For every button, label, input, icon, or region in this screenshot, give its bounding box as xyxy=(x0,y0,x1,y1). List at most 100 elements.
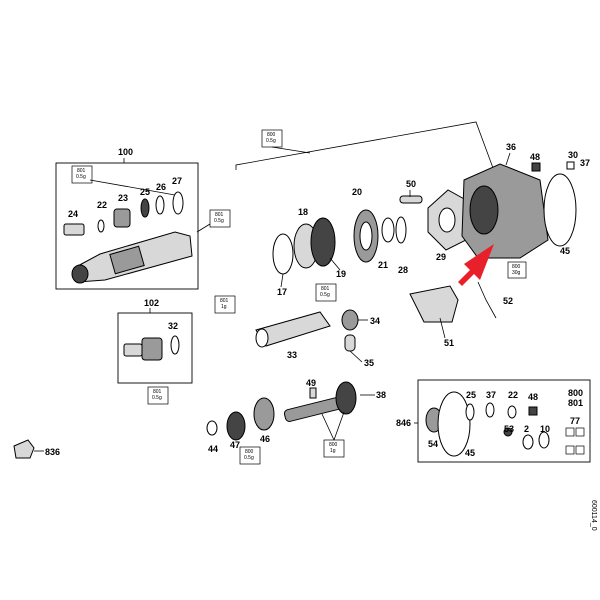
tool-holder-band xyxy=(109,245,145,275)
label-27: 27 xyxy=(172,176,182,186)
part-77-clip-b xyxy=(575,427,585,437)
assembly-846-box xyxy=(417,379,591,463)
grease-tag-code-g: 801 xyxy=(321,286,330,292)
part-28-ring xyxy=(395,216,407,244)
part-34-piston xyxy=(341,309,359,331)
label-51: 51 xyxy=(444,338,454,348)
label-45b: 45 xyxy=(465,448,475,458)
label-47: 47 xyxy=(230,440,240,450)
label-800: 800 xyxy=(568,388,583,398)
label-29: 29 xyxy=(436,252,446,262)
grease-tag-qty: 0.5g xyxy=(76,174,86,180)
grease-tag-code-i: 800 xyxy=(329,442,338,448)
grease-tag-code-c: 800 xyxy=(267,132,276,138)
label-48b: 48 xyxy=(528,392,538,402)
grease-tag-qty-f: 1g xyxy=(221,304,227,310)
part-836-bracket xyxy=(13,439,35,459)
label-45: 45 xyxy=(560,246,570,256)
label-77: 77 xyxy=(570,416,580,426)
part-25-bearing xyxy=(140,198,150,218)
part-22b xyxy=(507,405,517,419)
label-52: 52 xyxy=(503,296,513,306)
label-50: 50 xyxy=(406,179,416,189)
label-33: 33 xyxy=(287,350,297,360)
label-35: 35 xyxy=(364,358,374,368)
label-21: 21 xyxy=(378,260,388,270)
figure-reference: 600114_0 xyxy=(590,500,597,531)
grease-tag-801-e xyxy=(315,283,337,302)
label-25: 25 xyxy=(140,187,150,197)
tool-holder-end xyxy=(71,264,89,284)
part-77-clip-a xyxy=(565,427,575,437)
part-32-ring xyxy=(170,335,180,355)
label-2: 2 xyxy=(524,424,529,434)
label-32: 32 xyxy=(168,321,178,331)
label-836: 836 xyxy=(45,447,60,457)
part-48-cap xyxy=(531,162,541,172)
part-25b xyxy=(465,403,475,421)
part-836-group: 836 xyxy=(13,439,60,459)
grease-tag-801-b xyxy=(209,209,231,228)
label-34: 34 xyxy=(370,316,380,326)
label-49: 49 xyxy=(306,378,316,388)
grease-tag-code-d: 800 xyxy=(512,264,521,270)
part-48b xyxy=(528,406,538,416)
label-26: 26 xyxy=(156,182,166,192)
part-44-washer xyxy=(206,420,218,436)
assembly-102: 102 32 801 0.5g xyxy=(117,298,193,405)
part-26-washer xyxy=(155,195,165,215)
label-801: 801 xyxy=(568,398,583,408)
switch-assembly: 51 52 xyxy=(409,281,513,348)
label-100: 100 xyxy=(118,147,133,157)
label-37b: 37 xyxy=(486,390,496,400)
label-28: 28 xyxy=(398,265,408,275)
label-38: 38 xyxy=(376,390,386,400)
part-52-spring xyxy=(477,281,497,319)
part-53-ball xyxy=(503,427,513,437)
grease-tag-800-b xyxy=(507,261,527,279)
grease-tag-code-e: 801 xyxy=(153,389,162,395)
part-77-clip-d xyxy=(575,445,585,455)
grease-tag-801-d xyxy=(214,295,236,314)
part-37b xyxy=(485,402,495,418)
part-46-gear xyxy=(253,397,275,431)
part-21-washer xyxy=(381,217,395,243)
label-18: 18 xyxy=(298,207,308,217)
label-22b: 22 xyxy=(508,390,518,400)
part-23-sleeve xyxy=(113,208,131,228)
grease-tag-code-h: 800 xyxy=(245,449,254,455)
part-35-pin xyxy=(344,334,356,352)
label-46: 46 xyxy=(260,434,270,444)
label-48: 48 xyxy=(530,152,540,162)
assembly-102-box xyxy=(117,312,193,384)
gear-bore xyxy=(359,221,373,251)
label-36: 36 xyxy=(506,142,516,152)
part-17-ring xyxy=(272,233,294,275)
grease-tag-qty-c: 0.5g xyxy=(266,138,276,144)
grease-tag-code-f: 801 xyxy=(220,298,229,304)
grease-tag-qty-d: 30g xyxy=(512,270,521,276)
grease-tag-801-c xyxy=(147,386,169,405)
label-37: 37 xyxy=(580,158,590,168)
label-20: 20 xyxy=(352,187,362,197)
part-47-bearing xyxy=(226,411,246,441)
label-22: 22 xyxy=(97,200,107,210)
gear-housing-36: 36 48 30 37 45 800 30g xyxy=(461,142,590,279)
grease-tag-code-b: 801 xyxy=(215,212,224,218)
drive-shaft-assembly: 49 38 44 47 46 800 0.5g 800 1g xyxy=(206,378,386,465)
grease-801-right: 801 0.5g xyxy=(196,209,231,233)
label-54: 54 xyxy=(428,439,438,449)
piston-assembly: 801 1g 801 0.5g 34 33 35 xyxy=(214,283,380,368)
part-77-clip-c xyxy=(565,445,575,455)
grease-tag-800-c xyxy=(239,446,261,465)
part-27-oring xyxy=(172,191,184,215)
grease-tag xyxy=(71,165,93,184)
grease-tag-qty-e: 0.5g xyxy=(152,395,162,401)
grease-tag-qty-g: 0.5g xyxy=(320,292,330,298)
label-19: 19 xyxy=(336,269,346,279)
part-50-screw xyxy=(399,195,423,204)
cylinder-end xyxy=(255,328,269,348)
assembly-100-box xyxy=(55,162,199,290)
part-24-pin xyxy=(63,223,85,236)
